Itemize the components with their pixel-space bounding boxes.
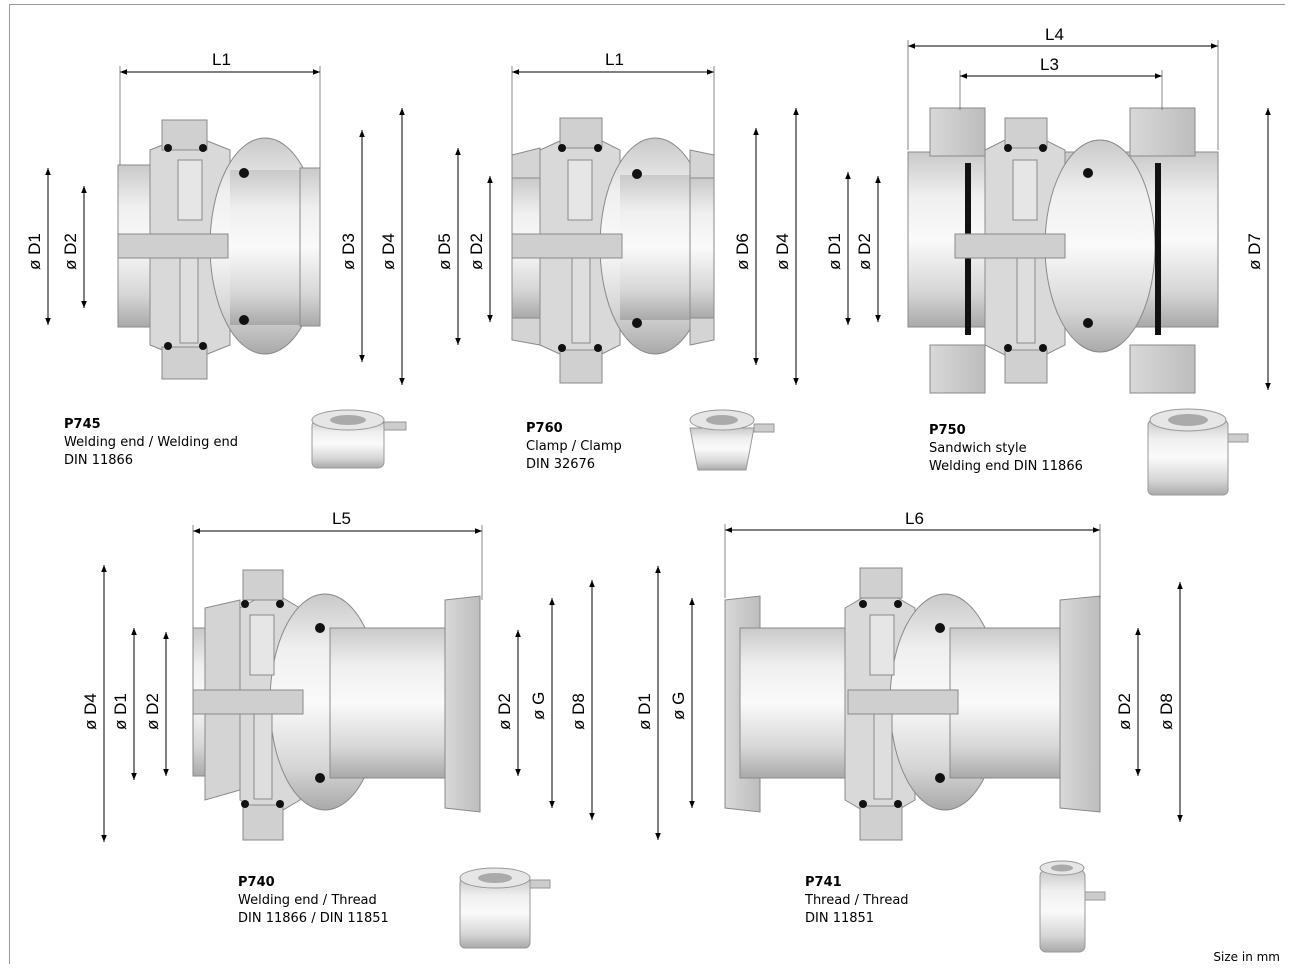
label-p760-d4: ø D4 xyxy=(773,233,792,270)
label-p741-d1: ø D1 xyxy=(635,693,654,730)
label-p760-l1: L1 xyxy=(605,50,624,69)
thumbnail-p745 xyxy=(311,409,407,469)
label-p750-d2: ø D2 xyxy=(855,233,874,270)
caption-line: Welding end DIN 11866 xyxy=(929,459,1083,474)
caption-p745: P745 Welding end / Welding end DIN 11866 xyxy=(64,416,238,470)
valve-p745-section xyxy=(117,119,321,380)
label-p760-d5: ø D5 xyxy=(435,233,454,270)
label-p760-d6: ø D6 xyxy=(733,233,752,270)
label-p741-d2: ø D2 xyxy=(1115,693,1134,730)
label-p750-l4: L4 xyxy=(1045,25,1064,44)
thumbnail-p740 xyxy=(459,867,551,949)
caption-line: Thread / Thread xyxy=(805,893,909,908)
caption-line: Welding end / Thread xyxy=(238,893,377,908)
thumbnail-p760 xyxy=(689,409,775,471)
model-name: P741 xyxy=(805,875,842,890)
label-p750-d1: ø D1 xyxy=(825,233,844,270)
label-p740-g: ø G xyxy=(529,692,548,720)
caption-line: DIN 11851 xyxy=(805,911,875,926)
valve-p760-section xyxy=(511,117,715,384)
caption-p741: P741 Thread / Thread DIN 11851 xyxy=(805,874,909,928)
drawing-frame xyxy=(9,4,1285,964)
label-p741-d8: ø D8 xyxy=(1157,693,1176,730)
label-p740-l5: L5 xyxy=(332,509,351,528)
dimension-labels: L1 ø D1 ø D2 ø D3 ø D4 L1 ø D5 ø D2 ø D6… xyxy=(25,25,1264,730)
caption-line: Sandwich style xyxy=(929,441,1027,456)
label-p740-d1: ø D1 xyxy=(111,693,130,730)
units-note: Size in mm xyxy=(1213,950,1280,964)
label-p745-d2: ø D2 xyxy=(61,233,80,270)
label-p741-l6: L6 xyxy=(905,509,924,528)
label-p745-d1: ø D1 xyxy=(25,233,44,270)
caption-line: DIN 11866 xyxy=(64,453,134,468)
label-p760-d2: ø D2 xyxy=(467,233,486,270)
model-name: P760 xyxy=(526,421,563,436)
label-p745-l1: L1 xyxy=(212,50,231,69)
label-p740-d2-right: ø D2 xyxy=(495,693,514,730)
caption-line: DIN 32676 xyxy=(526,457,596,472)
label-p750-l3: L3 xyxy=(1040,55,1059,74)
caption-line: Welding end / Welding end xyxy=(64,435,239,450)
valve-p741-section xyxy=(724,567,1101,841)
label-p741-g: ø G xyxy=(669,692,688,720)
label-p745-d3: ø D3 xyxy=(339,233,358,270)
dimension-lines xyxy=(45,40,1271,842)
label-p750-d7: ø D7 xyxy=(1245,233,1264,270)
valve-p750-section xyxy=(907,107,1219,394)
thumbnail-p750 xyxy=(1147,408,1249,496)
model-name: P750 xyxy=(929,423,966,438)
thumbnail-p741 xyxy=(1039,860,1106,953)
model-name: P740 xyxy=(238,875,275,890)
caption-p750: P750 Sandwich style Welding end DIN 1186… xyxy=(929,422,1083,476)
valve-p740-section xyxy=(192,569,481,841)
label-p740-d8: ø D8 xyxy=(569,693,588,730)
label-p745-d4: ø D4 xyxy=(379,233,398,270)
model-name: P745 xyxy=(64,417,101,432)
caption-p740: P740 Welding end / Thread DIN 11866 / DI… xyxy=(238,874,389,928)
caption-line: DIN 11866 / DIN 11851 xyxy=(238,911,389,926)
caption-line: Clamp / Clamp xyxy=(526,439,622,454)
label-p740-d4: ø D4 xyxy=(81,693,100,730)
label-p740-d2: ø D2 xyxy=(143,693,162,730)
caption-p760: P760 Clamp / Clamp DIN 32676 xyxy=(526,420,622,474)
